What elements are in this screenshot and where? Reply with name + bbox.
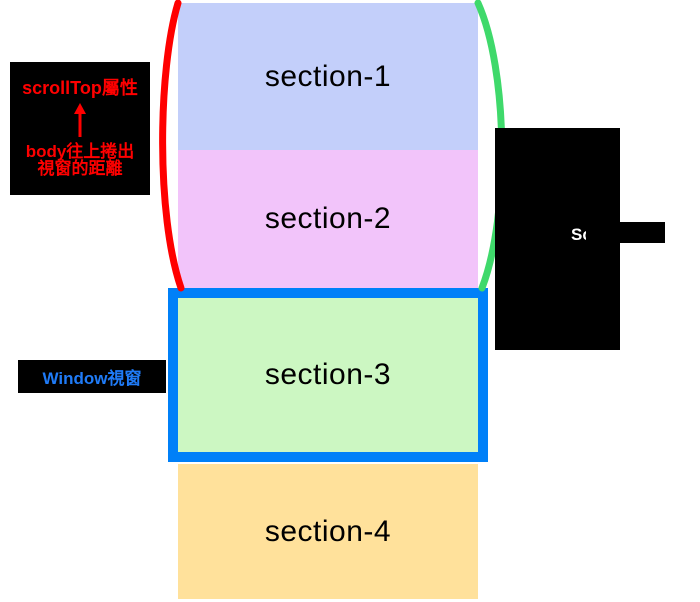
- section-3-block: section-3: [178, 298, 478, 452]
- section-3-label: section-3: [264, 358, 392, 391]
- scrolltop-heading: scrollTop屬性: [22, 77, 138, 98]
- section-2-block: section-2: [178, 150, 478, 288]
- section-2-label: section-2: [264, 202, 392, 235]
- window-viewport-label: Window視窗: [42, 369, 142, 388]
- scrolltop-line-2: 視窗的距離: [37, 159, 123, 179]
- window-viewport-callout: Window視窗: [18, 360, 166, 393]
- section-1-block: section-1: [178, 3, 478, 150]
- scrolltop-callout: scrollTop屬性 body往上捲出 視窗的距離: [10, 62, 150, 195]
- section-4-label: section-4: [264, 514, 392, 548]
- window-viewport-frame: section-3: [168, 288, 488, 462]
- arrow-up-icon: [74, 102, 86, 137]
- section-1-label: section-1: [264, 59, 392, 93]
- section-4-block: section-4: [178, 464, 478, 599]
- scrolltop-line-1: body往上捲出: [25, 141, 135, 161]
- label-occluder: [586, 222, 665, 243]
